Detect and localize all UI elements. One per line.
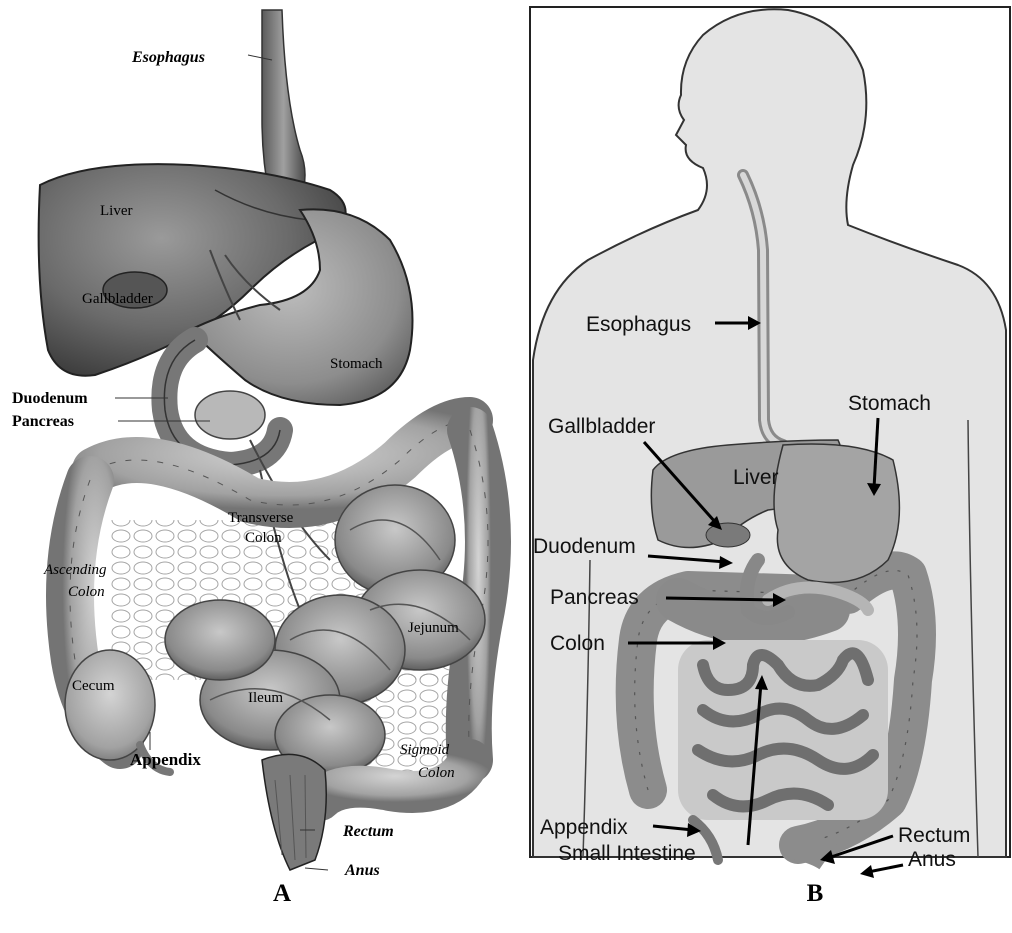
b-label-colon: Colon (550, 632, 605, 655)
b-label-pancreas: Pancreas (550, 586, 639, 609)
a-label-pancreas: Pancreas (12, 413, 74, 430)
b-small-intestine-shape (678, 640, 888, 820)
a-label-duodenum: Duodenum (12, 390, 88, 407)
panel-b-caption: B (795, 880, 835, 908)
a-label-ascending-colon-2: Colon (68, 584, 105, 600)
b-label-small-intestine: Small Intestine (558, 842, 696, 865)
a-label-transverse-colon-1: Transverse (228, 510, 294, 526)
a-label-ascending-colon-1: Ascending (43, 562, 107, 578)
b-stomach-shape (774, 444, 899, 583)
a-label-anus: Anus (344, 862, 380, 879)
b-label-gallbladder: Gallbladder (548, 415, 655, 438)
a-pancreas-shape (195, 391, 265, 439)
b-label-liver: Liver (733, 466, 779, 489)
panel-a-caption: A (262, 880, 302, 908)
a-esophagus-shape (262, 10, 305, 200)
panel-a-anatomical-illustration: Esophagus Liver Gallbladder Stomach Duod… (0, 0, 520, 880)
a-label-gallbladder: Gallbladder (82, 291, 153, 307)
b-label-stomach: Stomach (848, 392, 931, 415)
a-label-stomach: Stomach (330, 356, 383, 372)
b-label-appendix: Appendix (540, 816, 628, 839)
a-label-ileum: Ileum (248, 690, 283, 706)
b-label-duodenum: Duodenum (533, 535, 636, 558)
a-label-liver: Liver (100, 203, 132, 219)
a-label-jejunum: Jejunum (408, 620, 459, 636)
a-label-sigmoid-colon-1: Sigmoid (400, 742, 450, 758)
a-label-esophagus: Esophagus (131, 49, 205, 66)
a-label-appendix: Appendix (130, 750, 201, 769)
a-label-transverse-colon-2: Colon (245, 530, 282, 546)
a-label-rectum: Rectum (342, 823, 394, 840)
a-label-cecum: Cecum (72, 678, 115, 694)
a-label-sigmoid-colon-2: Colon (418, 765, 455, 781)
panel-b-schematic-diagram: Esophagus Stomach Gallbladder Liver Duod… (528, 0, 1012, 880)
b-label-anus: Anus (908, 848, 956, 871)
b-label-rectum: Rectum (898, 824, 970, 847)
b-label-esophagus: Esophagus (586, 313, 691, 336)
b-rectum-shape (798, 845, 828, 857)
